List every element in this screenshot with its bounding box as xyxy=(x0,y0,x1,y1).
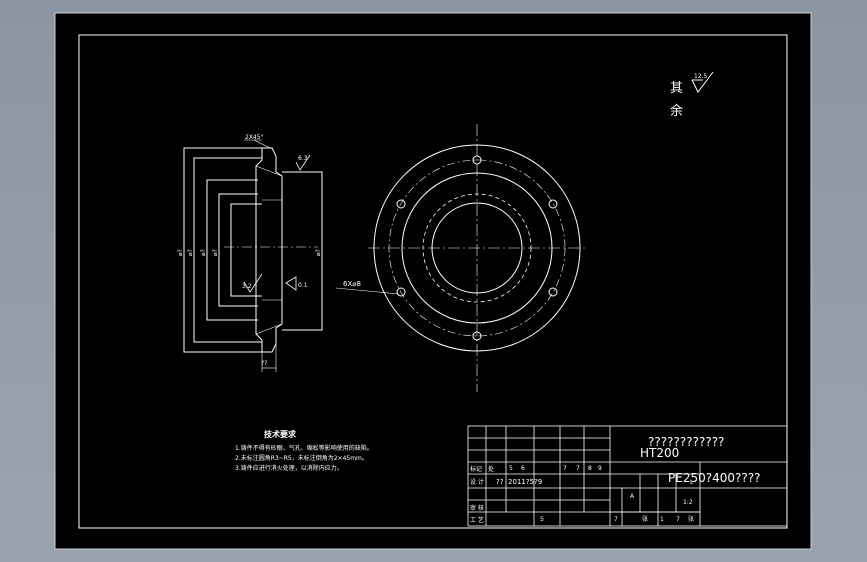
tb-mark: 1 xyxy=(660,516,664,523)
tb-mark: 7 xyxy=(614,516,618,523)
flatness-value: 0.1 xyxy=(298,282,308,289)
dim-line-outer xyxy=(183,147,262,353)
tech-requirement-item: 3.铸件应进行消火处理，以消除内应力。 xyxy=(235,464,343,472)
tb-mark: 5 xyxy=(540,516,544,523)
hole-callout: 6X⌀8 xyxy=(343,280,361,288)
dim-line-2 xyxy=(193,157,262,343)
tb-mark: 张 xyxy=(688,515,694,523)
tb-mark: 5 xyxy=(509,465,513,472)
tb-mark: 7 xyxy=(576,465,580,472)
dim-line-5 xyxy=(230,203,262,297)
bolt-hole xyxy=(548,287,558,297)
company-name: ???????????? xyxy=(648,435,724,449)
tb-mark: L xyxy=(690,479,694,486)
tb-mark: 6 xyxy=(521,465,525,472)
dim-label-right: ⌀? xyxy=(315,249,322,256)
section-hatch xyxy=(255,165,283,335)
roughness-note: 其 余 12.5 xyxy=(670,71,714,119)
tb-mark: 8 xyxy=(588,465,592,472)
tb-mark: 张 xyxy=(642,515,648,523)
roughness-symbol-icon xyxy=(691,71,714,93)
tb-row-label: 工 艺 xyxy=(470,516,484,524)
scale: 1:2 xyxy=(683,499,693,506)
dim-label-3: ⌀? xyxy=(200,249,207,256)
roughness-top-value: 6.3 xyxy=(298,155,308,162)
chamfer-label: 2X45° xyxy=(245,134,264,141)
flatness-symbol-icon xyxy=(285,276,297,291)
tb-row-label: 审 核 xyxy=(470,504,484,512)
roughness-bottom-value: 3.2 xyxy=(242,283,252,290)
roughness-bottom-icon xyxy=(243,273,263,293)
dim-label-1: ⌀? xyxy=(177,249,184,256)
dim-line-4 xyxy=(218,193,258,307)
tb-row-label: 处 xyxy=(488,465,494,473)
bolt-hole xyxy=(548,199,558,209)
roughness-label-line2: 余 xyxy=(670,103,683,119)
tech-requirement-item: 1.铸件不得有砂眼、气孔、缩松等影响使用的缺陷。 xyxy=(235,444,373,452)
tb-row-label: 设 计 xyxy=(470,478,484,486)
bolt-hole xyxy=(396,287,406,297)
dim-line-3 xyxy=(206,179,258,321)
tech-requirement-item: 2.未标注圆角R3~R5，未标注倒角为2×45mm。 xyxy=(235,454,368,462)
bolt-holes xyxy=(396,155,558,341)
vertical-dim-labels: ⌀? ⌀? ⌀? ⌀? ⌀? xyxy=(177,249,322,256)
bolt-hole xyxy=(472,155,482,165)
dim-label-4: ⌀? xyxy=(212,249,219,256)
tb-mark: 7 xyxy=(563,465,567,472)
chamfer-leader xyxy=(253,139,271,149)
plan-view xyxy=(335,124,586,392)
drawing-sheet xyxy=(54,12,812,550)
title-block xyxy=(467,425,788,527)
tech-requirements-title: 技术要求 xyxy=(264,429,297,439)
bolt-hole xyxy=(396,199,406,209)
hole-callout-leader xyxy=(335,287,400,295)
dim-line-right xyxy=(282,171,323,331)
tb-mark: 9 xyxy=(598,465,602,472)
part-name: PE250?400???? xyxy=(668,471,760,485)
title-block-frame xyxy=(467,425,788,527)
section-view xyxy=(183,139,323,372)
bolt-hole xyxy=(472,331,482,341)
tech-requirements: 技术要求 1.铸件不得有砂眼、气孔、缩松等影响使用的缺陷。 2.未标注圆角R3~… xyxy=(235,429,373,472)
dim-label-2: ⌀? xyxy=(187,249,194,256)
tb-row-label: 标记 xyxy=(470,465,482,473)
design-date: 2011?5?9 xyxy=(508,478,542,486)
bottom-dim-value: ?? xyxy=(261,360,267,367)
designer: ?? xyxy=(496,478,504,486)
material: HT200 xyxy=(640,446,679,460)
drawing-border xyxy=(78,34,788,529)
roughness-label-line1: 其 xyxy=(670,81,683,96)
tb-mark: 7 xyxy=(676,516,680,523)
roughness-value: 12.5 xyxy=(694,73,708,80)
roughness-top-icon xyxy=(295,154,311,171)
tb-small-marks: 5 6 7 7 8 9 A L 5 7 张 1 7 张 xyxy=(509,465,694,523)
tb-mark: A xyxy=(630,493,635,500)
